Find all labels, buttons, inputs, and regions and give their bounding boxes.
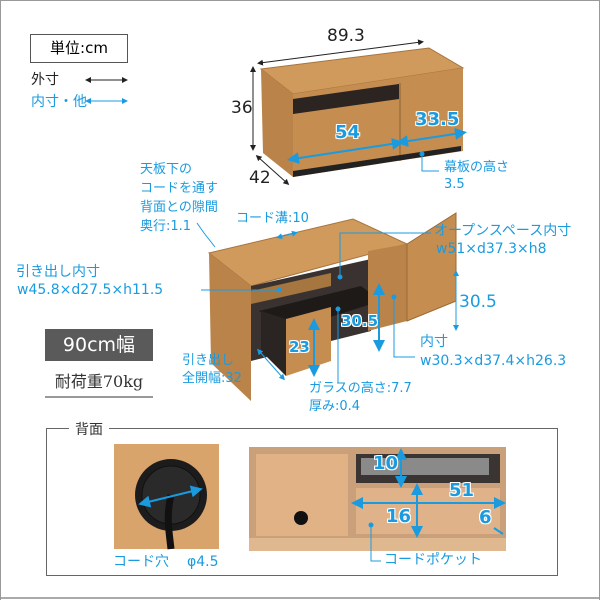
- cord-pocket-label: コードポケット: [384, 552, 482, 568]
- cable-gap-line: コードを通す: [140, 181, 219, 196]
- drawer-extension-label: 引き出し: [182, 353, 235, 368]
- kickboard-value: 3.5: [444, 177, 465, 192]
- drawer-inner-value: w45.8×d27.5×h11.5: [17, 282, 164, 298]
- open-space-value: w51×d37.3×h8: [436, 241, 547, 257]
- inner-legend-label: 内寸・他: [31, 94, 87, 110]
- drawer-extension-value: 全開幅:32: [182, 371, 242, 386]
- door-width-dimension: 33.5: [415, 109, 460, 130]
- tv-board-open-view: [196, 212, 459, 401]
- depth-dimension: 42: [249, 168, 271, 188]
- load-capacity: 耐荷重70kg: [45, 368, 153, 398]
- back-view-title: 背面: [69, 419, 109, 439]
- cord-groove-label: コード溝:10: [236, 211, 309, 226]
- unit-label: 単位:cm: [30, 34, 128, 63]
- cable-gap-line: 背面との隙間: [140, 200, 218, 215]
- cable-gap-line: 天板下の: [140, 162, 193, 177]
- cable-gap-note: 天板下の コードを通す 背面との隙間 奥行:1.1: [140, 160, 218, 236]
- cabinet-inner-value: w30.3×d37.4×h26.3: [420, 353, 567, 369]
- kickboard-label: 幕板の高さ: [444, 160, 510, 175]
- back-dim-6: 6: [479, 507, 492, 528]
- tv-board-front-view: [250, 39, 467, 186]
- cable-gap-line: 奥行:1.1: [140, 219, 192, 234]
- back-dim-16: 16: [386, 506, 412, 527]
- width-badge: 90cm幅: [45, 329, 153, 361]
- drawer-inner-label: 引き出し内寸: [16, 264, 100, 280]
- drawer-height-dimension: 30.5: [341, 312, 379, 330]
- drawer-front-dimension: 23: [289, 338, 310, 356]
- cord-hole-value: φ4.5: [187, 554, 219, 570]
- drawer-width-dimension: 54: [335, 122, 361, 143]
- back-view-section: [46, 428, 558, 576]
- cord-hole-photo: [114, 444, 219, 550]
- open-space-label: オープンスペース内寸: [434, 223, 572, 239]
- back-panel-photo: [249, 447, 506, 562]
- divider: [1, 597, 599, 599]
- cabinet-inner-label: 内寸: [420, 334, 448, 350]
- door-height-dimension: 30.5: [459, 292, 497, 312]
- back-dim-10: 10: [373, 453, 399, 474]
- outer-legend-label: 外寸: [31, 72, 59, 88]
- glass-height-label: ガラスの高さ:7.7: [309, 381, 412, 396]
- back-dim-51: 51: [449, 480, 475, 501]
- glass-thickness-label: 厚み:0.4: [309, 399, 361, 414]
- width-dimension: 89.3: [327, 26, 365, 46]
- cord-hole-label: コード穴: [113, 554, 169, 570]
- height-dimension: 36: [231, 98, 253, 118]
